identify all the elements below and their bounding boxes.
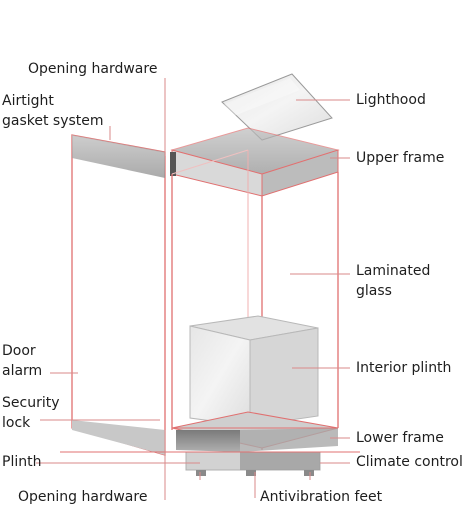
door-panel — [71, 134, 166, 456]
label-upper-frame: Upper frame — [356, 150, 445, 166]
upper-frame — [170, 127, 340, 197]
label-airtight-gasket: Airtight gasket system — [2, 91, 122, 131]
label-security-lock-line1: Security — [2, 395, 60, 411]
label-lower-frame: Lower frame — [356, 430, 444, 446]
label-door-alarm-line2: alarm — [2, 363, 43, 379]
interior-plinth-block — [189, 315, 319, 427]
label-antivibration-feet: Antivibration feet — [260, 489, 383, 505]
label-laminated-glass-line1: Laminated — [356, 263, 431, 279]
lower-frame — [171, 411, 339, 452]
label-security-lock: Security lock — [2, 393, 82, 433]
label-airtight-gasket-line1: Airtight — [2, 93, 54, 109]
label-door-alarm: Door alarm — [2, 341, 62, 381]
label-airtight-gasket-line2: gasket system — [2, 113, 104, 129]
label-interior-plinth: Interior plinth — [356, 360, 452, 376]
label-opening-hardware-top: Opening hardware — [28, 61, 158, 77]
label-laminated-glass: Laminated glass — [356, 261, 466, 301]
label-plinth: Plinth — [2, 454, 42, 470]
lighthood-panel — [221, 73, 333, 141]
label-door-alarm-line1: Door — [2, 343, 36, 359]
plinth-base — [185, 451, 321, 476]
label-laminated-glass-line2: glass — [356, 283, 392, 299]
leader-lines — [36, 78, 350, 500]
label-climate-control: Climate control — [356, 454, 463, 470]
label-lighthood: Lighthood — [356, 92, 426, 108]
label-opening-hardware-bottom: Opening hardware — [18, 489, 148, 505]
label-security-lock-line2: lock — [2, 415, 31, 431]
